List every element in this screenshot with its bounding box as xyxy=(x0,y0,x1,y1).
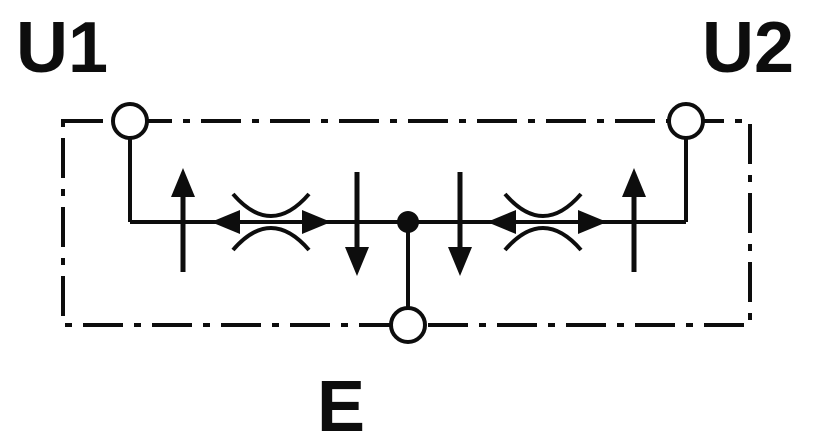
flow-arrow-left-outward-icon xyxy=(211,210,240,234)
throttle-left-lower-arc xyxy=(231,226,311,252)
up-arrow-right-head-icon xyxy=(622,168,646,197)
throttle-left xyxy=(211,192,331,252)
down-arrow-right xyxy=(448,172,472,276)
down-arrow-left-head-icon xyxy=(345,247,369,276)
throttle-right-upper-arc xyxy=(503,192,583,218)
ports xyxy=(111,102,705,344)
junction-dot xyxy=(397,211,419,233)
down-arrow-right-head-icon xyxy=(448,247,472,276)
port-circle-u1 xyxy=(111,102,149,140)
flow-arrow-left-inward-icon xyxy=(302,210,331,234)
throttle-right xyxy=(487,192,607,252)
down-arrow-left xyxy=(345,172,369,276)
enclosure-dashed-border xyxy=(61,119,752,327)
flow-arrow-right-outward-icon xyxy=(578,210,607,234)
port-label-e: E xyxy=(317,367,365,439)
port-label-u2: U2 xyxy=(702,8,794,88)
throttle-left-upper-arc xyxy=(231,192,311,218)
flow-arrow-right-inward-icon xyxy=(487,210,516,234)
up-arrow-right xyxy=(622,168,646,272)
up-arrow-left-head-icon xyxy=(171,168,195,197)
throttle-right-lower-arc xyxy=(503,226,583,252)
port-circle-u2 xyxy=(667,102,705,140)
up-arrow-left xyxy=(171,168,195,272)
port-circle-e xyxy=(389,306,427,344)
port-label-u1: U1 xyxy=(16,8,108,88)
